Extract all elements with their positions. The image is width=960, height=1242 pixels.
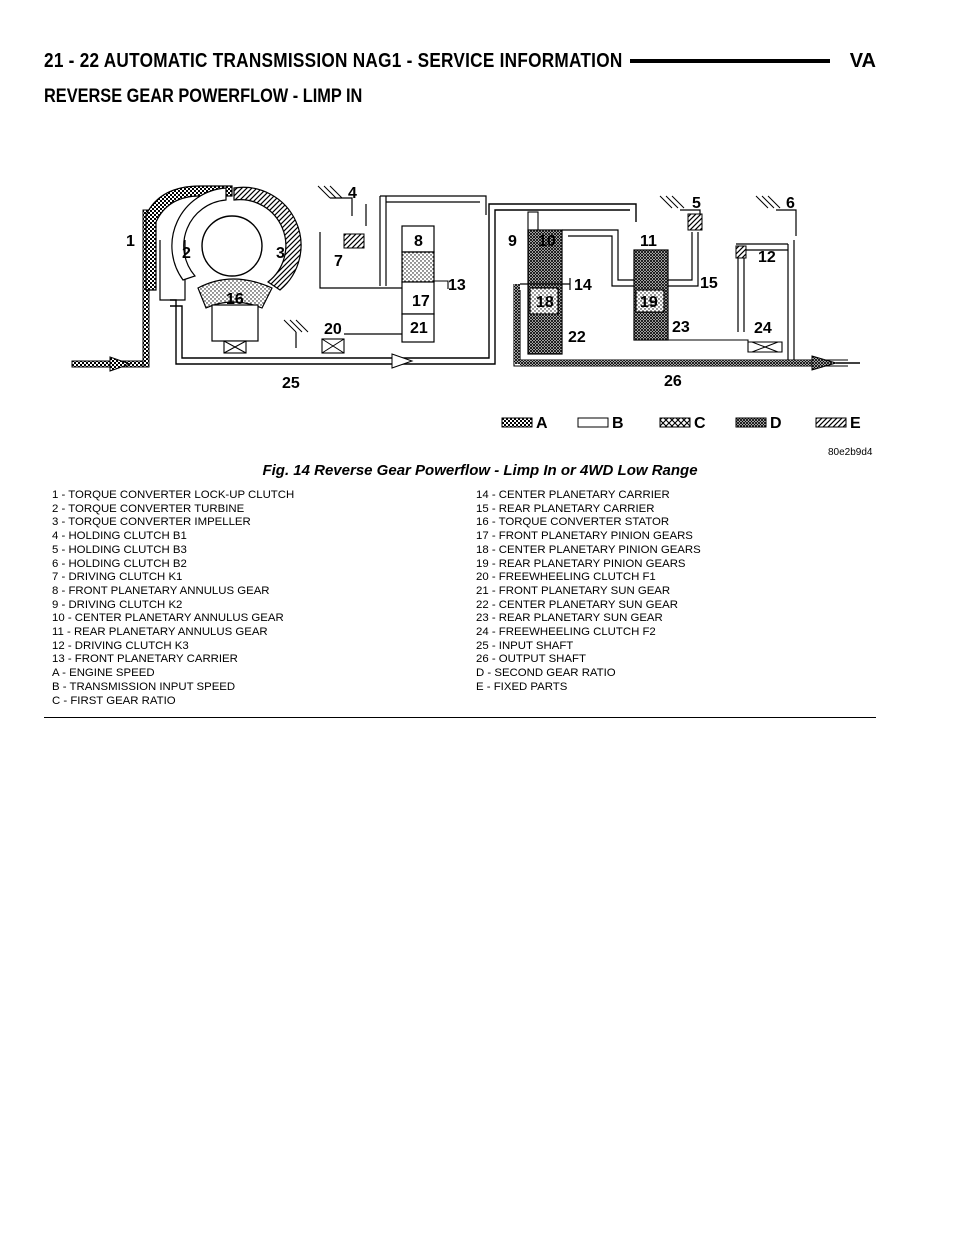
label-6: 6 (786, 195, 795, 212)
page-header-title: 21 - 22 AUTOMATIC TRANSMISSION NAG1 - SE… (44, 50, 623, 72)
section-title: REVERSE GEAR POWERFLOW - LIMP IN (44, 86, 363, 107)
figure-caption: Fig. 14 Reverse Gear Powerflow - Limp In… (262, 462, 698, 479)
page-header: 21 - 22 AUTOMATIC TRANSMISSION NAG1 - SE… (44, 50, 876, 72)
label-2: 2 (182, 245, 191, 262)
rear-planetary (562, 195, 783, 353)
label-13: 13 (448, 277, 466, 294)
key-swatch-b (577, 417, 609, 428)
legend-item: 13 - FRONT PLANETARY CARRIER (52, 653, 238, 666)
legend-item: 12 - DRIVING CLUTCH K3 (52, 639, 189, 652)
legend-item: A - ENGINE SPEED (52, 667, 155, 680)
label-25: 25 (282, 375, 300, 392)
freewheel-f1 (283, 319, 402, 354)
label-11: 11 (640, 233, 657, 250)
label-23: 23 (672, 319, 690, 336)
key-label-c: C (694, 415, 706, 432)
key-swatch-c (659, 417, 691, 428)
legend-item: 15 - REAR PLANETARY CARRIER (476, 502, 655, 515)
legend-item: 11 - REAR PLANETARY ANNULUS GEAR (52, 626, 268, 639)
bottom-rule (44, 717, 876, 718)
legend-item: 6 - HOLDING CLUTCH B2 (52, 557, 187, 570)
page-header-section: VA (849, 50, 876, 72)
label-16: 16 (226, 291, 244, 308)
label-1: 1 (126, 233, 135, 250)
powerflow-diagram: 1 2 3 4 5 6 7 8 9 10 11 12 13 14 15 16 1… (71, 185, 861, 432)
legend-item: 8 - FRONT PLANETARY ANNULUS GEAR (52, 584, 270, 597)
legend-item: 5 - HOLDING CLUTCH B3 (52, 543, 187, 556)
legend-item: D - SECOND GEAR RATIO (476, 667, 616, 680)
legend-item: B - TRANSMISSION INPUT SPEED (52, 680, 236, 693)
output-shaft (520, 355, 860, 371)
figure-id: 80e2b9d4 (828, 447, 873, 458)
torque-converter (145, 185, 302, 354)
key-swatch-a (501, 417, 533, 428)
label-18: 18 (536, 294, 554, 311)
key-label-a: A (536, 415, 548, 432)
legend-item: 9 - DRIVING CLUTCH K2 (52, 598, 183, 611)
legend-item: 10 - CENTER PLANETARY ANNULUS GEAR (52, 612, 284, 625)
input-band (71, 209, 150, 372)
key-swatch-e (815, 417, 847, 428)
legend-item: 16 - TORQUE CONVERTER STATOR (476, 516, 670, 529)
legend-item: 17 - FRONT PLANETARY PINION GEARS (476, 530, 693, 543)
legend-item: 21 - FRONT PLANETARY SUN GEAR (476, 584, 671, 597)
key-label-b: B (612, 415, 624, 432)
label-5: 5 (692, 195, 701, 212)
label-21: 21 (410, 320, 428, 337)
label-10: 10 (538, 233, 556, 250)
legend-item: C - FIRST GEAR RATIO (52, 694, 176, 707)
label-8: 8 (414, 233, 423, 250)
label-7: 7 (334, 253, 343, 270)
label-19: 19 (640, 294, 658, 311)
legend-item: 22 - CENTER PLANETARY SUN GEAR (476, 598, 678, 611)
label-26: 26 (664, 373, 682, 390)
pattern-key: A B C D E (501, 415, 861, 432)
legend-item: 18 - CENTER PLANETARY PINION GEARS (476, 543, 701, 556)
legend-item: 4 - HOLDING CLUTCH B1 (52, 530, 187, 543)
key-swatch-d (735, 417, 767, 428)
label-15: 15 (700, 275, 718, 292)
header-rule (630, 59, 830, 63)
legend-right-column: 14 - CENTER PLANETARY CARRIER 15 - REAR … (476, 489, 701, 695)
label-24: 24 (754, 320, 772, 337)
input-shaft (170, 203, 637, 369)
label-14: 14 (574, 277, 592, 294)
legend-item: 23 - REAR PLANETARY SUN GEAR (476, 612, 663, 625)
legend-left-column: 1 - TORQUE CONVERTER LOCK-UP CLUTCH 2 - … (52, 489, 294, 708)
label-3: 3 (276, 245, 285, 262)
legend-item: 3 - TORQUE CONVERTER IMPELLER (52, 516, 251, 529)
front-planetary (401, 225, 435, 343)
legend-item: 25 - INPUT SHAFT (476, 639, 574, 652)
key-label-d: D (770, 415, 782, 432)
legend-item: 19 - REAR PLANETARY PINION GEARS (476, 557, 686, 570)
label-12: 12 (758, 249, 776, 266)
label-4: 4 (348, 185, 357, 202)
label-9: 9 (508, 233, 517, 250)
clutch-group-rear (735, 195, 797, 360)
key-label-e: E (850, 415, 861, 432)
label-20: 20 (324, 321, 342, 338)
label-17: 17 (412, 293, 430, 310)
legend-item: 20 - FREEWHEELING CLUTCH F1 (476, 571, 656, 584)
legend-item: 26 - OUTPUT SHAFT (476, 653, 586, 666)
legend-item: 1 - TORQUE CONVERTER LOCK-UP CLUTCH (52, 489, 295, 501)
legend-item: 2 - TORQUE CONVERTER TURBINE (52, 502, 245, 515)
legend-item: 24 - FREEWHEELING CLUTCH F2 (476, 626, 656, 639)
center-planetary (513, 211, 848, 367)
label-22: 22 (568, 329, 586, 346)
legend-item: 14 - CENTER PLANETARY CARRIER (476, 489, 670, 501)
legend-item: 7 - DRIVING CLUTCH K1 (52, 571, 183, 584)
legend-item: E - FIXED PARTS (476, 680, 568, 693)
